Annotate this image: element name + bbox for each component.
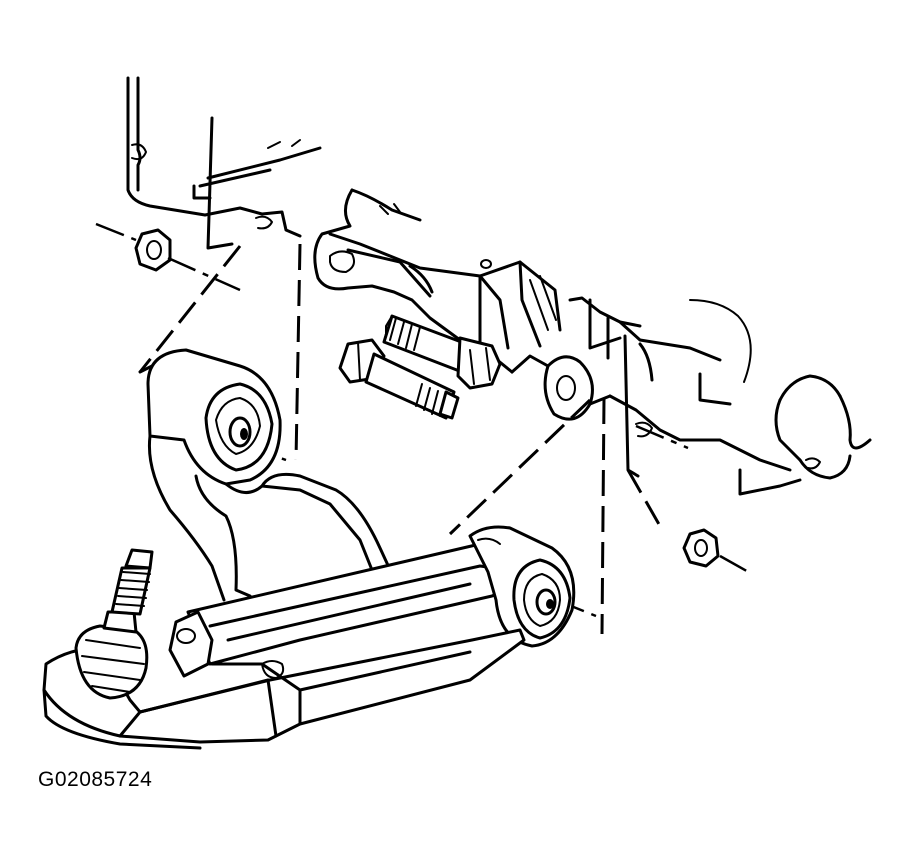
front-mounting-bracket: [313, 188, 612, 421]
frame-rail: [126, 76, 322, 250]
rear-nut: [682, 528, 720, 568]
rear-mounting-area: [568, 296, 872, 496]
front-bolt-upper: [382, 314, 502, 390]
front-nut: [134, 228, 172, 272]
lower-control-arm: [42, 348, 576, 744]
front-bolt-lower: [338, 338, 460, 420]
figure-id-label: G02085724: [38, 768, 153, 791]
arm-side-panel: [42, 688, 202, 750]
